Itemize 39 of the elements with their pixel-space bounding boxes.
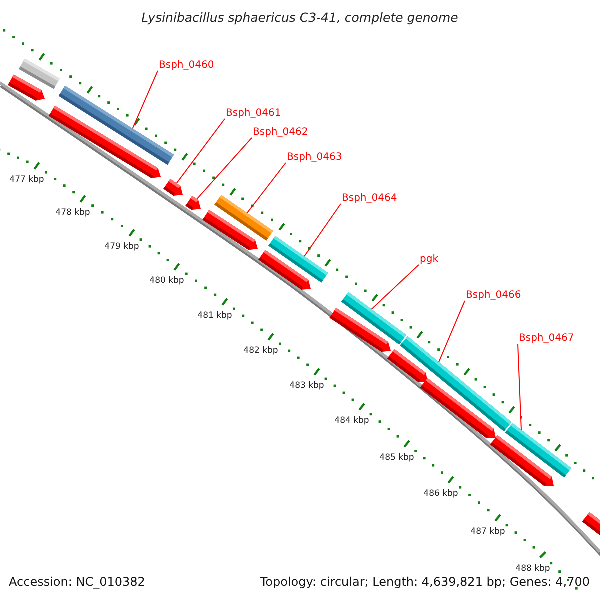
scale-label: 482 kbp	[244, 346, 278, 356]
leader-line	[371, 264, 420, 310]
gene-label: Bsph_0467	[519, 333, 574, 345]
leader-line	[438, 300, 466, 363]
gene-bar	[214, 195, 274, 241]
gene-segment	[164, 179, 183, 196]
gene-label: Bsph_0464	[342, 193, 398, 205]
leader-line	[176, 118, 226, 184]
scale-label: 483 kbp	[290, 381, 324, 391]
scale-label: 481 kbp	[198, 311, 232, 321]
genome-info-text: Topology: circular; Length: 4,639,821 bp; Genes: 4,700	[260, 575, 590, 589]
gene-bar	[268, 236, 328, 283]
leader-line	[132, 70, 158, 130]
gene-label: Bsph_0463	[287, 152, 342, 164]
gene-bar	[58, 86, 174, 166]
leader-line	[196, 138, 252, 200]
gene-label: Bsph_0462	[253, 127, 308, 139]
gene-label: Bsph_0461	[226, 108, 282, 120]
scale-label: 485 kbp	[380, 453, 414, 463]
gene-label: Bsph_0466	[466, 290, 522, 302]
gene-label: pgk	[420, 254, 438, 266]
scale-label: 486 kbp	[424, 489, 458, 499]
leader-line	[304, 204, 342, 257]
gene-bar	[505, 423, 572, 478]
leader-line	[518, 344, 522, 430]
scale-label: 477 kbp	[10, 175, 44, 185]
gene-bar	[400, 336, 512, 432]
scale-label: 488 kbp	[516, 564, 550, 574]
scale-label: 484 kbp	[334, 416, 370, 426]
scale-label: 478 kbp	[56, 208, 90, 218]
gene-bar	[341, 292, 407, 345]
scale-label: 480 kbp	[150, 276, 184, 286]
scale-label: 487 kbp	[470, 527, 506, 537]
gene-segment	[186, 196, 201, 210]
scale-label: 479 kbp	[104, 242, 140, 252]
accession-text: Accession: NC_010382	[9, 575, 146, 589]
gene-label: Bsph_0460	[159, 60, 214, 72]
leader-line	[246, 162, 286, 214]
title: Lysinibacillus sphaericus C3-41, complete genome	[140, 10, 460, 25]
